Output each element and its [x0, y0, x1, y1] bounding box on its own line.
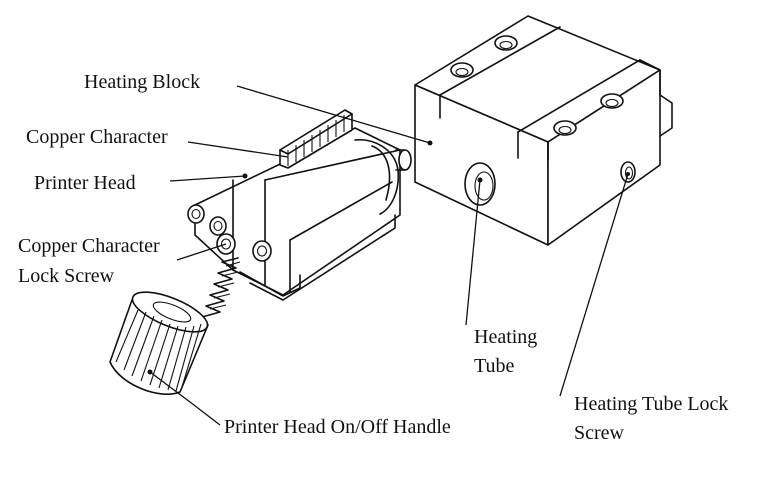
- label-heating-tube-lock-screw-line2: Screw: [574, 422, 625, 444]
- knob-handle-icon: [109, 291, 209, 395]
- leader-heating-tube-lock-screw: [559, 173, 629, 397]
- mounting-hole-icon: [600, 93, 624, 109]
- leader-handle: [149, 371, 221, 426]
- leader-heating-tube: [465, 179, 481, 326]
- lock-screw-icon: [252, 240, 272, 262]
- label-heating-tube-line2: Tube: [474, 355, 515, 377]
- spring-icon: [201, 257, 241, 318]
- lock-screw-icon: [187, 204, 205, 224]
- shaft-icon: [395, 149, 412, 171]
- label-printer-head-handle: Printer Head On/Off Handle: [224, 416, 451, 438]
- leader-heating-block: [236, 85, 431, 144]
- label-lock-screw-line1: Copper Character: [18, 235, 160, 257]
- leader-printer-head: [169, 175, 246, 182]
- mounting-hole-icon: [494, 35, 518, 51]
- printer-head-drawing: [194, 127, 412, 301]
- mounting-hole-icon: [553, 120, 577, 136]
- label-copper-character: Copper Character: [26, 126, 168, 148]
- leader-lines: [147, 85, 630, 426]
- leader-lock-screw: [176, 243, 227, 261]
- label-printer-head: Printer Head: [34, 172, 136, 194]
- label-heating-tube-line1: Heating: [474, 326, 537, 348]
- mounting-hole-icon: [450, 62, 474, 78]
- heating-block-drawing: [414, 15, 673, 246]
- label-lock-screw-line2: Lock Screw: [18, 265, 115, 287]
- copper-character-drawing: [279, 109, 353, 169]
- leader-copper-character: [187, 141, 289, 158]
- lock-screw-icon: [209, 216, 227, 236]
- label-heating-tube-lock-screw-line1: Heating Tube Lock: [574, 393, 728, 415]
- label-heating-block: Heating Block: [84, 71, 200, 93]
